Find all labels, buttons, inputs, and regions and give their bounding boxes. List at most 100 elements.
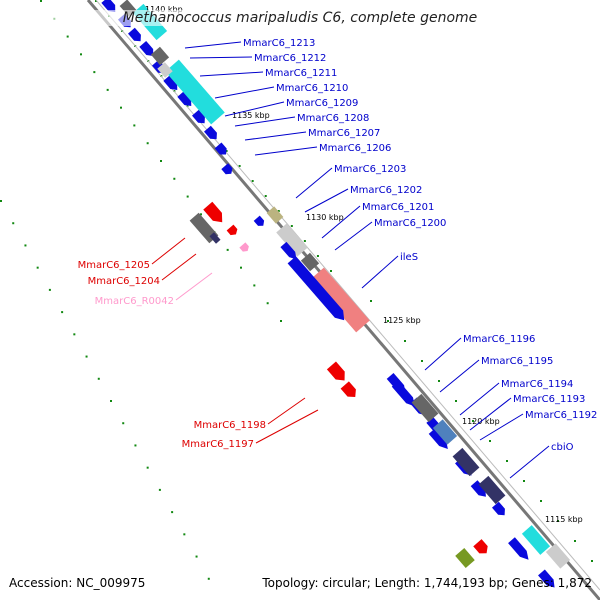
- red-block-4-shape: [340, 381, 356, 398]
- tick-dot: [171, 511, 174, 514]
- tick-dot: [316, 255, 319, 257]
- tick-dot: [489, 440, 491, 442]
- tick-dot: [387, 320, 389, 322]
- gray-block-1: [150, 46, 170, 66]
- gene-label: MmarC6_1198: [194, 420, 266, 431]
- slate-block-3: [478, 475, 506, 505]
- cds-arrow-shape: [280, 241, 297, 260]
- kbp-scale-label: 1140 kbp: [145, 5, 183, 14]
- tick-dot: [251, 180, 254, 182]
- tick-dot: [134, 444, 137, 447]
- kbp-scale-label: 1130 kbp: [306, 213, 344, 222]
- callout-line: [244, 131, 307, 141]
- cds-arrow: [538, 569, 555, 588]
- cyan-block-2-shape: [165, 59, 225, 125]
- tick-dot: [110, 400, 112, 402]
- genome-stats: Topology: circular; Length: 1,744,193 bp…: [262, 576, 592, 590]
- gray-block-4-shape: [411, 393, 439, 423]
- gene-label: MmarC6_1210: [276, 83, 348, 94]
- lightgray-block-2-shape: [276, 223, 308, 257]
- gene-label: cbiO: [551, 442, 574, 453]
- callout-line: [255, 409, 319, 444]
- callout-line: [234, 116, 296, 127]
- tick-dot: [183, 533, 186, 536]
- khaki-block-shape: [266, 206, 284, 224]
- cds-arrow: [492, 501, 505, 516]
- gene-label: MmarC6_1201: [362, 202, 434, 213]
- tick-dot: [48, 288, 51, 291]
- tick-dot: [146, 142, 149, 145]
- callout-line: [151, 237, 186, 265]
- cyan-block-3-shape: [521, 525, 551, 555]
- cds-arrow-shape: [253, 215, 265, 226]
- callout-line: [199, 71, 264, 77]
- salmon-block-ileS-shape: [310, 267, 370, 333]
- tick-dot: [404, 340, 406, 342]
- gene-label: MmarC6_1209: [286, 98, 358, 109]
- red-block-5: [473, 539, 488, 554]
- tick-dot: [195, 555, 198, 558]
- cds-arrow-shape: [508, 537, 529, 560]
- cds-arrow: [428, 427, 448, 450]
- gene-label: MmarC6_1204: [88, 276, 160, 287]
- slate-block-2-shape: [452, 447, 480, 477]
- tick-dot: [574, 540, 576, 542]
- cds-arrow: [280, 241, 297, 260]
- kbp-scale-label: 1125 kbp: [383, 316, 421, 325]
- red-block-3: [326, 361, 345, 381]
- callout-line: [175, 272, 213, 301]
- lightgray-block-2: [276, 223, 308, 257]
- tick-dot: [523, 480, 525, 482]
- callout-line: [479, 413, 524, 441]
- tick-dot: [506, 460, 508, 462]
- olive-block: [455, 548, 475, 568]
- gray-block-3: [300, 252, 320, 272]
- steelblue-block-shape: [432, 419, 458, 445]
- gene-label: ileS: [400, 252, 418, 263]
- cds-arrow-ileS-shape: [287, 256, 345, 321]
- tick-dot: [80, 53, 82, 56]
- tick-dot: [40, 0, 42, 2]
- tick-dot: [146, 466, 149, 469]
- tick-dot: [540, 500, 542, 502]
- gray-block-1-shape: [150, 46, 170, 66]
- callout-line: [509, 445, 550, 479]
- tick-dot: [61, 311, 64, 314]
- tick-dot: [158, 488, 161, 491]
- gene-label: MmarC6_1194: [501, 379, 573, 390]
- tick-dot: [12, 222, 15, 225]
- length-text: Length: 1,744,193 bp: [374, 576, 504, 590]
- cyan-block-2: [165, 59, 225, 125]
- cds-arrow: [128, 27, 141, 42]
- tick-dot: [455, 400, 457, 402]
- callout-line: [184, 41, 242, 49]
- cds-arrow-shape: [177, 91, 192, 107]
- trna-marker-shape: [239, 242, 249, 252]
- callout-line: [469, 397, 512, 431]
- tick-dot: [173, 177, 176, 180]
- red-block-3-shape: [326, 361, 345, 381]
- red-block-4: [340, 381, 356, 398]
- tick-dot: [200, 213, 202, 216]
- gene-label: MmarC6_1200: [374, 218, 446, 229]
- tick-dot: [370, 300, 372, 302]
- tick-dot: [266, 302, 269, 305]
- gene-label: MmarC6_1197: [182, 439, 254, 450]
- kbp-scale-label: 1135 kbp: [232, 111, 270, 120]
- trna-marker: [239, 242, 249, 252]
- genes-count-text: Genes: 1,872: [511, 576, 592, 590]
- slate-block-1-shape: [209, 232, 221, 244]
- slate-block-3-shape: [478, 475, 506, 505]
- tick-dot: [122, 422, 125, 425]
- tick-dot: [238, 165, 241, 167]
- gene-label: MmarC6_1207: [308, 128, 380, 139]
- gene-label: MmarC6_1211: [265, 68, 337, 79]
- tick-dot: [290, 225, 293, 227]
- red-block-5-shape: [473, 539, 488, 554]
- red-block-2: [226, 224, 238, 236]
- cds-arrow-shape: [163, 75, 178, 91]
- tick-dot: [264, 195, 267, 197]
